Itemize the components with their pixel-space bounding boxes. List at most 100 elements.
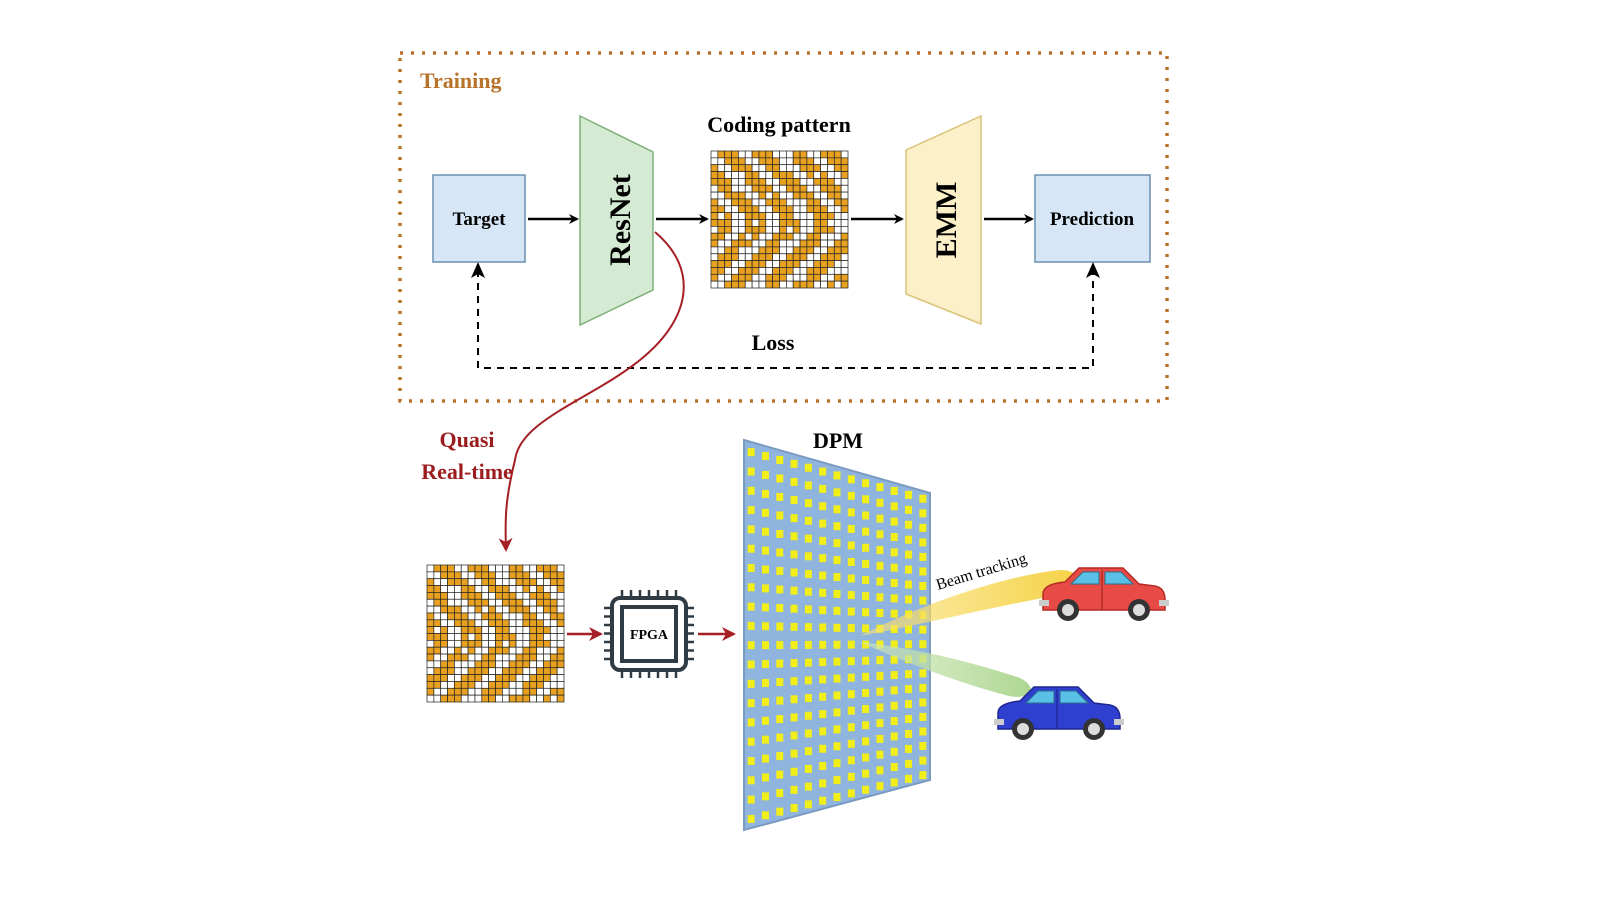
pattern-cell bbox=[556, 660, 565, 669]
dpm-patch bbox=[776, 733, 784, 742]
pattern-cell bbox=[758, 260, 767, 268]
dpm-patch bbox=[833, 488, 841, 497]
pattern-cell bbox=[508, 660, 517, 669]
pattern-cell bbox=[738, 184, 746, 193]
dpm-patch bbox=[862, 769, 870, 778]
pattern-cell bbox=[433, 619, 442, 627]
dpm-patch bbox=[905, 640, 913, 649]
dpm-patch bbox=[790, 677, 798, 686]
pattern-cell bbox=[549, 694, 558, 703]
pattern-cell bbox=[799, 253, 808, 261]
dpm-patch bbox=[919, 596, 927, 605]
pattern-cell bbox=[758, 273, 767, 282]
pattern-cell bbox=[758, 164, 767, 172]
pattern-cell bbox=[840, 184, 849, 193]
pattern-cell bbox=[440, 612, 448, 621]
pattern-cell bbox=[779, 164, 787, 172]
pattern-cell bbox=[724, 226, 732, 234]
pattern-cell bbox=[820, 246, 828, 255]
pattern-cell bbox=[495, 592, 503, 600]
pattern-cell bbox=[710, 212, 719, 220]
pattern-cell bbox=[827, 171, 835, 179]
pattern-cell bbox=[744, 219, 753, 227]
dpm-patch bbox=[747, 583, 755, 592]
dpm-patch bbox=[776, 567, 784, 576]
dpm-patch bbox=[790, 496, 798, 505]
pattern-cell bbox=[744, 239, 753, 248]
fpga-chip-icon[interactable]: FPGA bbox=[604, 590, 694, 678]
dpm-patch bbox=[847, 574, 855, 583]
dpm-patch bbox=[862, 511, 870, 520]
pattern-cell bbox=[833, 260, 842, 268]
emm-block[interactable] bbox=[905, 114, 982, 326]
pattern-cell bbox=[460, 694, 469, 703]
pattern-cell bbox=[751, 178, 760, 186]
pattern-cell bbox=[502, 646, 510, 655]
pattern-cell bbox=[751, 191, 760, 200]
pattern-cell bbox=[751, 226, 760, 234]
pattern-cell bbox=[840, 219, 849, 227]
pattern-cell bbox=[717, 212, 726, 220]
pattern-cell bbox=[710, 150, 719, 159]
pattern-cell bbox=[515, 592, 524, 600]
pattern-cell bbox=[502, 639, 510, 648]
dpm-panel[interactable] bbox=[743, 438, 931, 832]
pattern-cell bbox=[813, 226, 821, 234]
pattern-cell bbox=[833, 239, 842, 248]
target-box[interactable] bbox=[432, 174, 526, 263]
dpm-patch bbox=[790, 477, 798, 486]
pattern-cell bbox=[556, 592, 565, 600]
dpm-patch bbox=[776, 529, 784, 538]
dpm-patch bbox=[833, 539, 841, 548]
pattern-cell bbox=[529, 653, 537, 662]
prediction-box[interactable] bbox=[1034, 174, 1151, 263]
pattern-cell bbox=[515, 660, 524, 669]
pattern-cell bbox=[495, 660, 503, 669]
pattern-cell bbox=[785, 267, 794, 275]
dpm-patch bbox=[876, 640, 884, 649]
pattern-cell bbox=[772, 150, 780, 159]
pattern-cell bbox=[426, 653, 435, 662]
pattern-cell bbox=[467, 578, 476, 586]
pattern-cell bbox=[502, 585, 510, 593]
pattern-cell bbox=[488, 681, 496, 689]
dpm-patch bbox=[819, 744, 827, 753]
resnet-block[interactable] bbox=[579, 114, 654, 327]
pattern-cell bbox=[467, 633, 476, 641]
dpm-patch bbox=[876, 719, 884, 728]
dpm-patch bbox=[905, 595, 913, 604]
pattern-cell bbox=[744, 260, 753, 268]
pattern-cell bbox=[827, 157, 835, 166]
pattern-cell bbox=[792, 171, 801, 179]
pattern-cell bbox=[731, 205, 739, 214]
pattern-cell bbox=[433, 605, 442, 614]
pattern-cell bbox=[536, 605, 544, 614]
pattern-cell bbox=[522, 660, 531, 669]
dpm-patch bbox=[833, 776, 841, 785]
pattern-cell bbox=[744, 171, 753, 179]
pattern-cell bbox=[454, 660, 462, 669]
dpm-patch bbox=[905, 490, 913, 499]
dpm-patch bbox=[890, 747, 898, 756]
pattern-cell bbox=[556, 571, 565, 580]
pattern-cell bbox=[556, 578, 565, 586]
pattern-cell bbox=[488, 687, 496, 696]
pattern-cell bbox=[724, 239, 732, 248]
pattern-cell bbox=[779, 205, 787, 214]
pattern-cell bbox=[806, 150, 815, 159]
pattern-cell bbox=[717, 280, 726, 289]
pattern-cell bbox=[529, 585, 537, 593]
dpm-patch bbox=[761, 489, 769, 498]
pattern-cell bbox=[840, 226, 849, 234]
loss-label: Loss bbox=[752, 330, 795, 355]
pattern-cell bbox=[758, 212, 767, 220]
pattern-cell bbox=[488, 571, 496, 580]
pattern-cell bbox=[454, 639, 462, 648]
dpm-patch bbox=[804, 764, 812, 773]
pattern-cell bbox=[536, 612, 544, 621]
pattern-cell bbox=[738, 260, 746, 268]
pattern-cell bbox=[806, 273, 815, 282]
pattern-cell bbox=[785, 184, 794, 193]
pattern-cell bbox=[820, 157, 828, 166]
dpm-patch bbox=[833, 573, 841, 582]
